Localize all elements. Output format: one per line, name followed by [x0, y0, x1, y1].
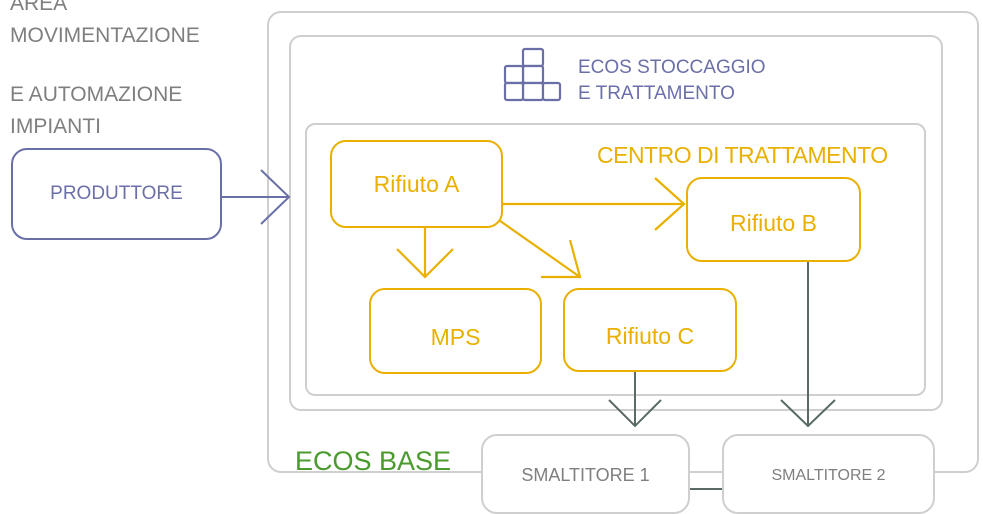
stoccaggio-container — [289, 35, 943, 411]
smaltitore-1-label: SMALTITORE 1 — [521, 465, 650, 485]
stoccaggio-title-line2: E TRATTAMENTO — [578, 83, 735, 104]
ecos-base-title: ECOS BASE — [295, 446, 452, 476]
rifiuto-b-label: Rifiuto B — [730, 210, 817, 236]
smaltitore-2-box: SMALTITORE 2 — [722, 434, 935, 514]
area-label-line1: AREA — [10, 0, 68, 15]
centro-trattamento-container — [305, 123, 926, 396]
rifiuto-a-box: Rifiuto A — [330, 140, 503, 228]
smaltitore-1-box: SMALTITORE 1 — [481, 434, 690, 514]
smaltitore-2-label: SMALTITORE 2 — [771, 467, 886, 484]
arrow-a-to-b — [503, 177, 686, 231]
arrow-a-to-c — [492, 215, 582, 279]
produttore-label: PRODUTTORE — [50, 183, 183, 204]
produttore-box: PRODUTTORE — [11, 148, 222, 240]
area-label-line3: E AUTOMAZIONE — [10, 83, 183, 106]
stoccaggio-icon — [503, 47, 562, 102]
diagram-connectors — [222, 169, 836, 490]
stoccaggio-title-line1: ECOS STOCCAGGIO — [578, 57, 766, 78]
rifiuto-a-label: Rifiuto A — [373, 170, 460, 197]
produttore-arrow — [222, 169, 291, 225]
rifiuto-c-box: Rifiuto C — [563, 288, 737, 372]
mps-box: MPS — [369, 288, 542, 374]
arrow-a-to-mps — [396, 228, 454, 279]
area-label-line4: IMPIANTI — [10, 115, 102, 138]
rifiuto-b-box: Rifiuto B — [686, 177, 861, 262]
mps-label: MPS — [430, 323, 481, 350]
area-label-line2: MOVIMENTAZIONE — [10, 24, 200, 47]
arrow-c-to-smaltitore1 — [608, 370, 662, 428]
arrow-b-to-smaltitore2 — [780, 262, 836, 428]
rifiuto-c-label: Rifiuto C — [605, 322, 695, 349]
centro-trattamento-title: CENTRO DI TRATTAMENTO — [597, 142, 888, 168]
